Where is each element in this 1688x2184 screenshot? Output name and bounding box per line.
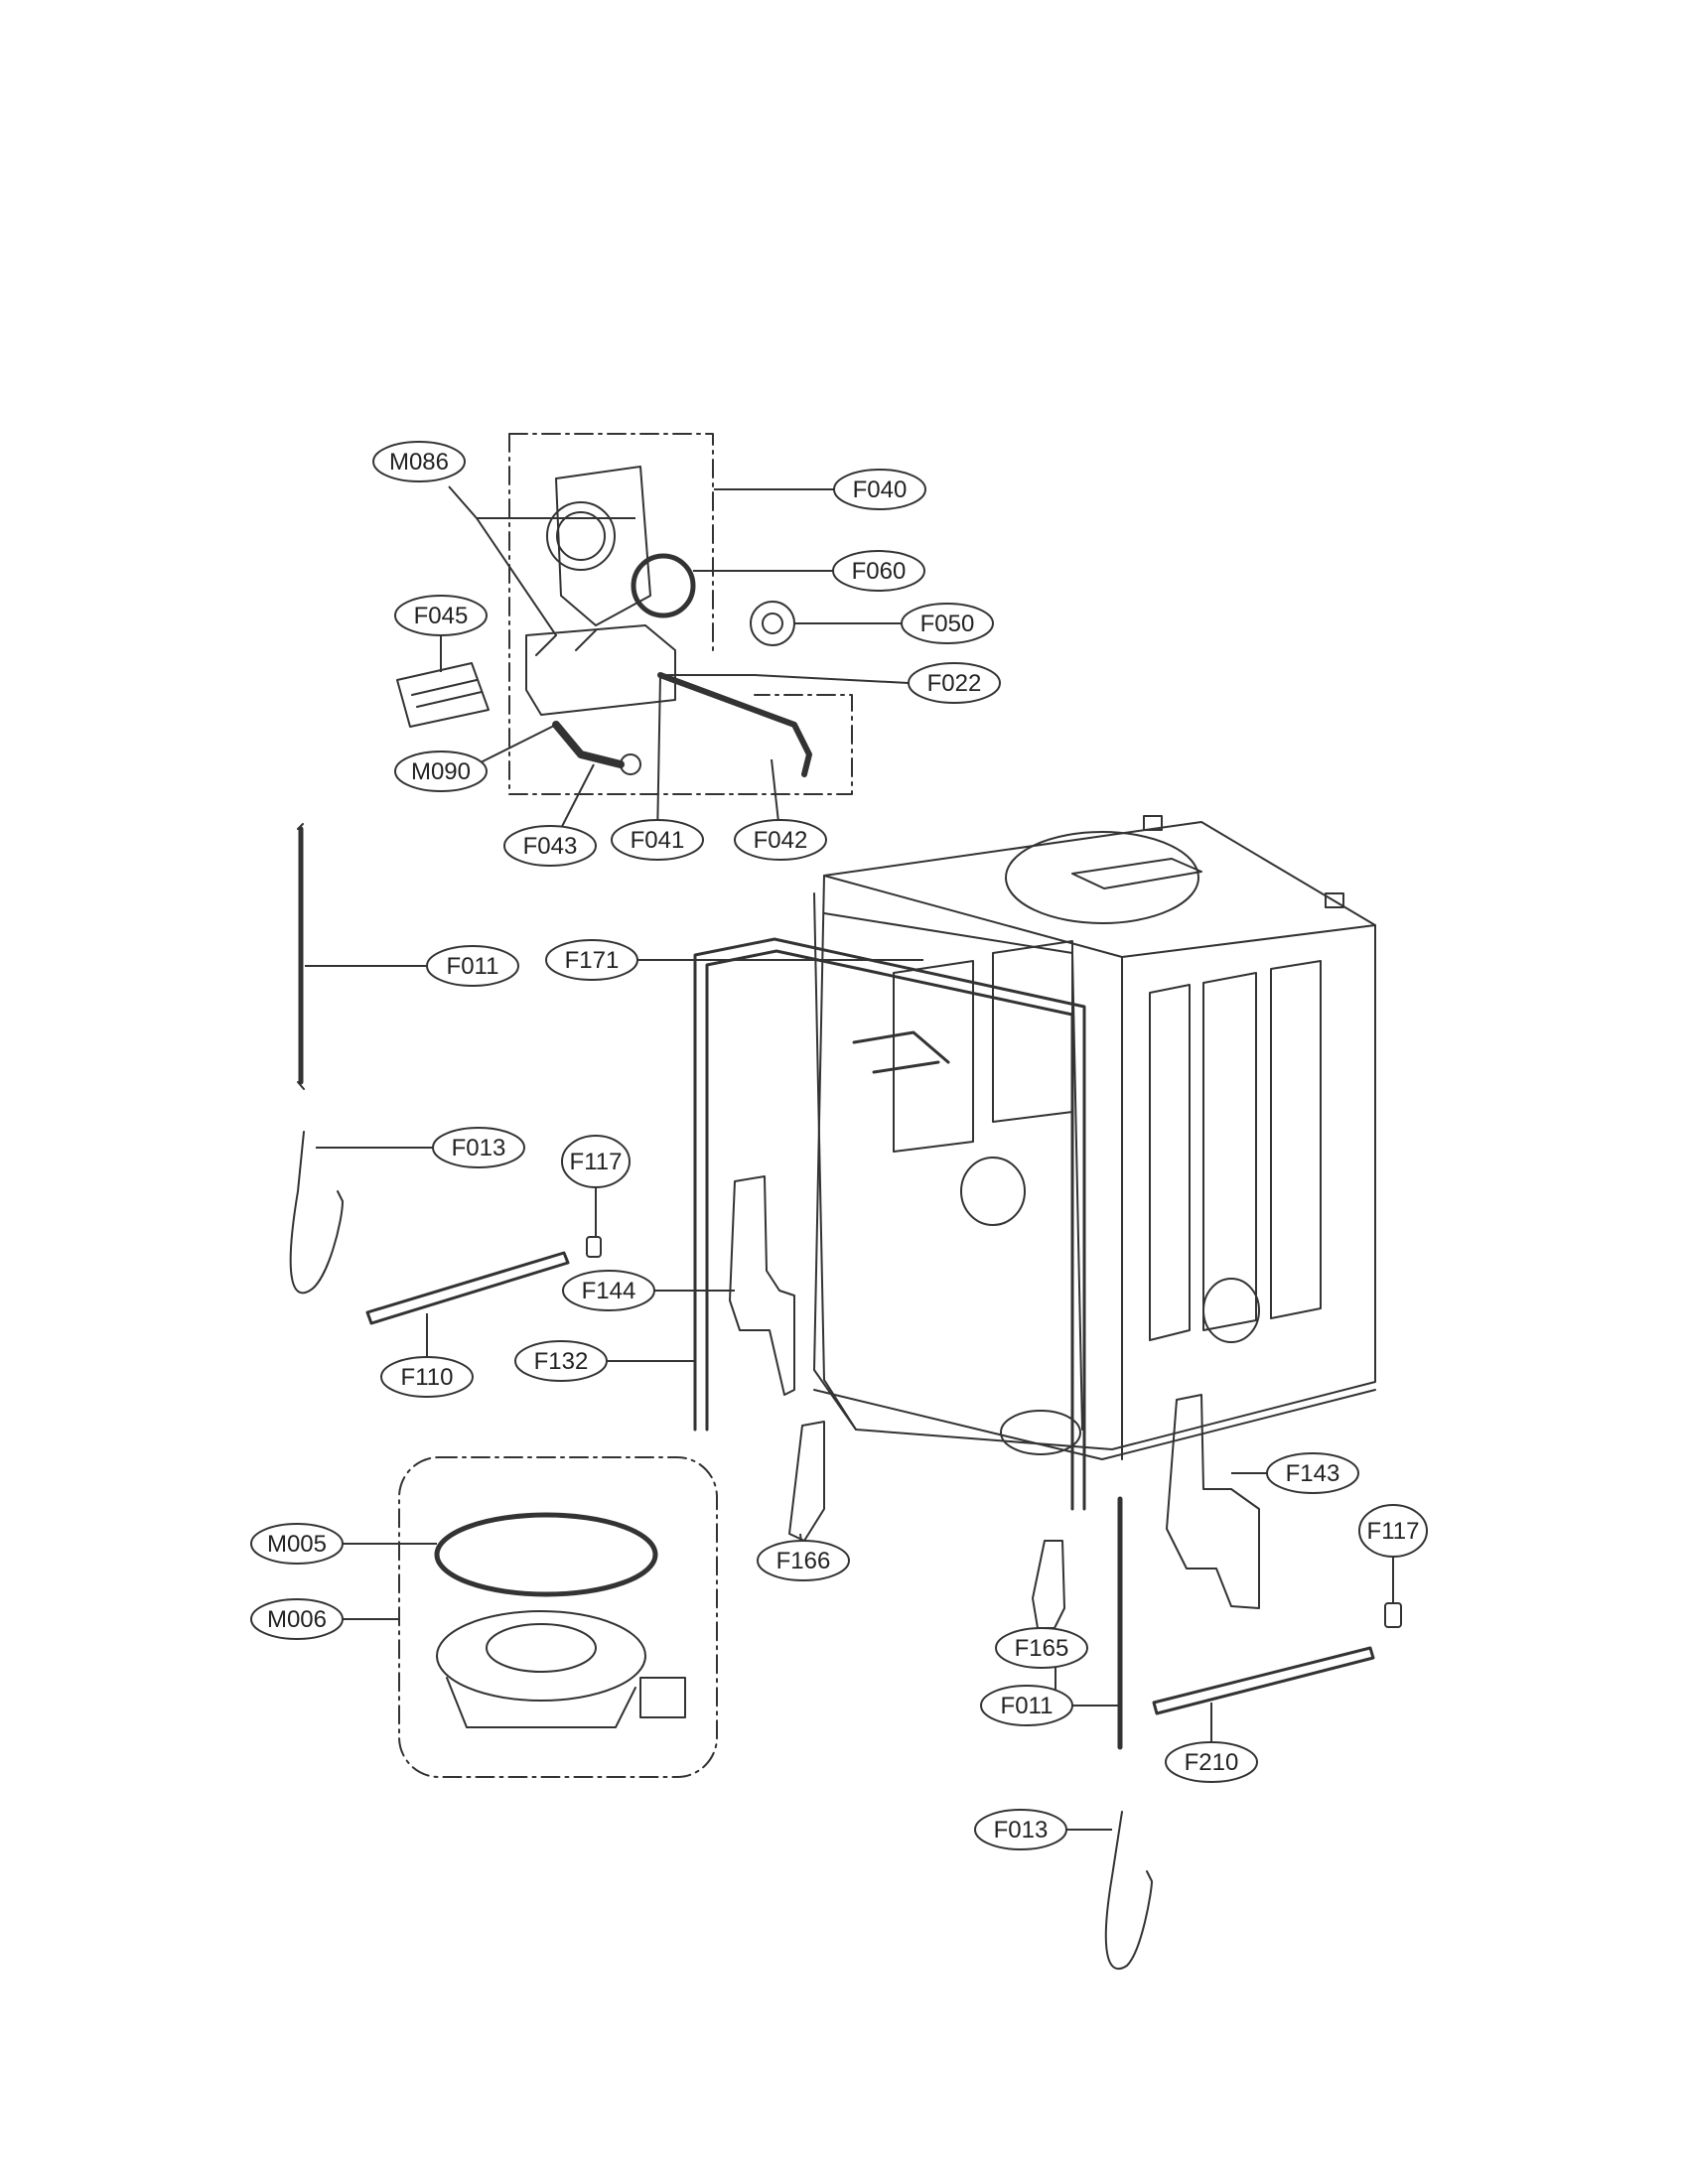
pump-gasket-ring — [434, 1512, 658, 1597]
callout-f143: F143 — [1266, 1452, 1359, 1494]
door-spring-left — [297, 823, 305, 1090]
callout-f144: F144 — [562, 1270, 655, 1311]
svg-text:F013: F013 — [994, 1817, 1049, 1843]
door-cable-right — [1104, 1811, 1153, 1971]
clip-left — [586, 1236, 602, 1258]
wash-motor-pump — [436, 1610, 646, 1702]
svg-text:F171: F171 — [565, 947, 620, 974]
svg-text:M005: M005 — [267, 1531, 327, 1558]
svg-text:F144: F144 — [582, 1278, 636, 1304]
inlet-pipe — [657, 672, 812, 777]
callout-f043: F043 — [503, 825, 597, 867]
tub-body — [813, 815, 1376, 1460]
callout-f011-left: F011 — [426, 945, 519, 987]
door-cable-left — [289, 1131, 344, 1295]
svg-text:F043: F043 — [523, 833, 578, 860]
svg-text:F011: F011 — [1001, 1693, 1054, 1719]
filter-disc — [750, 601, 795, 646]
callout-f042: F042 — [734, 819, 827, 861]
svg-text:M086: M086 — [389, 449, 449, 476]
svg-text:F060: F060 — [852, 558, 907, 585]
callout-f013-left: F013 — [432, 1127, 525, 1168]
callout-m006: M006 — [250, 1598, 344, 1640]
svg-text:M090: M090 — [411, 758, 471, 785]
callout-f117-right: F117 — [1358, 1504, 1428, 1558]
heater-block — [396, 662, 490, 728]
callout-f166: F166 — [757, 1540, 850, 1581]
svg-text:M006: M006 — [267, 1606, 327, 1633]
callout-m005: M005 — [250, 1523, 344, 1565]
latch-bracket-f166 — [788, 1421, 825, 1542]
hinge-bracket-left — [729, 1175, 795, 1396]
callout-m090: M090 — [394, 751, 488, 792]
callout-f117-left: F117 — [561, 1135, 631, 1188]
callout-f171: F171 — [545, 939, 638, 981]
svg-text:F022: F022 — [927, 670, 982, 697]
sump-body — [525, 624, 676, 716]
svg-text:F166: F166 — [776, 1548, 831, 1574]
svg-text:F165: F165 — [1015, 1635, 1069, 1662]
callout-f132: F132 — [514, 1340, 608, 1382]
hinge-bracket-right — [1166, 1394, 1260, 1609]
callout-f013-right: F013 — [974, 1809, 1067, 1850]
svg-text:F117: F117 — [570, 1149, 623, 1175]
callout-f045: F045 — [394, 595, 488, 636]
svg-text:F210: F210 — [1185, 1749, 1239, 1776]
door-rail-left — [365, 1251, 570, 1325]
svg-text:F042: F042 — [754, 827, 808, 854]
callout-f110: F110 — [380, 1356, 474, 1398]
sump-cover-plate — [555, 466, 651, 626]
svg-text:F117: F117 — [1367, 1518, 1420, 1545]
door-rail-right — [1152, 1646, 1375, 1715]
callout-f040: F040 — [833, 469, 926, 510]
svg-text:F011: F011 — [447, 953, 499, 980]
callout-f041: F041 — [611, 819, 704, 861]
svg-text:F143: F143 — [1286, 1460, 1340, 1487]
callout-f210: F210 — [1165, 1741, 1258, 1783]
svg-text:F132: F132 — [534, 1348, 589, 1375]
wash-motor-group — [398, 1456, 718, 1778]
callout-f011-right: F011 — [980, 1685, 1073, 1726]
callout-f050: F050 — [901, 603, 994, 644]
o-ring-gasket — [631, 553, 696, 618]
svg-text:F050: F050 — [920, 611, 975, 637]
door-frame-seal — [693, 937, 1086, 1511]
clip-right — [1384, 1602, 1402, 1628]
svg-text:F110: F110 — [401, 1364, 454, 1391]
callout-m086: M086 — [372, 441, 466, 482]
callout-f022: F022 — [908, 662, 1001, 704]
svg-text:F045: F045 — [414, 603, 469, 629]
latch-bracket-f165 — [1032, 1540, 1065, 1629]
svg-text:F040: F040 — [853, 477, 908, 503]
sump-assembly-group — [396, 433, 853, 795]
callout-f060: F060 — [832, 550, 925, 592]
callout-f165: F165 — [995, 1627, 1088, 1669]
svg-text:F013: F013 — [452, 1135, 506, 1161]
svg-text:F041: F041 — [631, 827, 685, 854]
